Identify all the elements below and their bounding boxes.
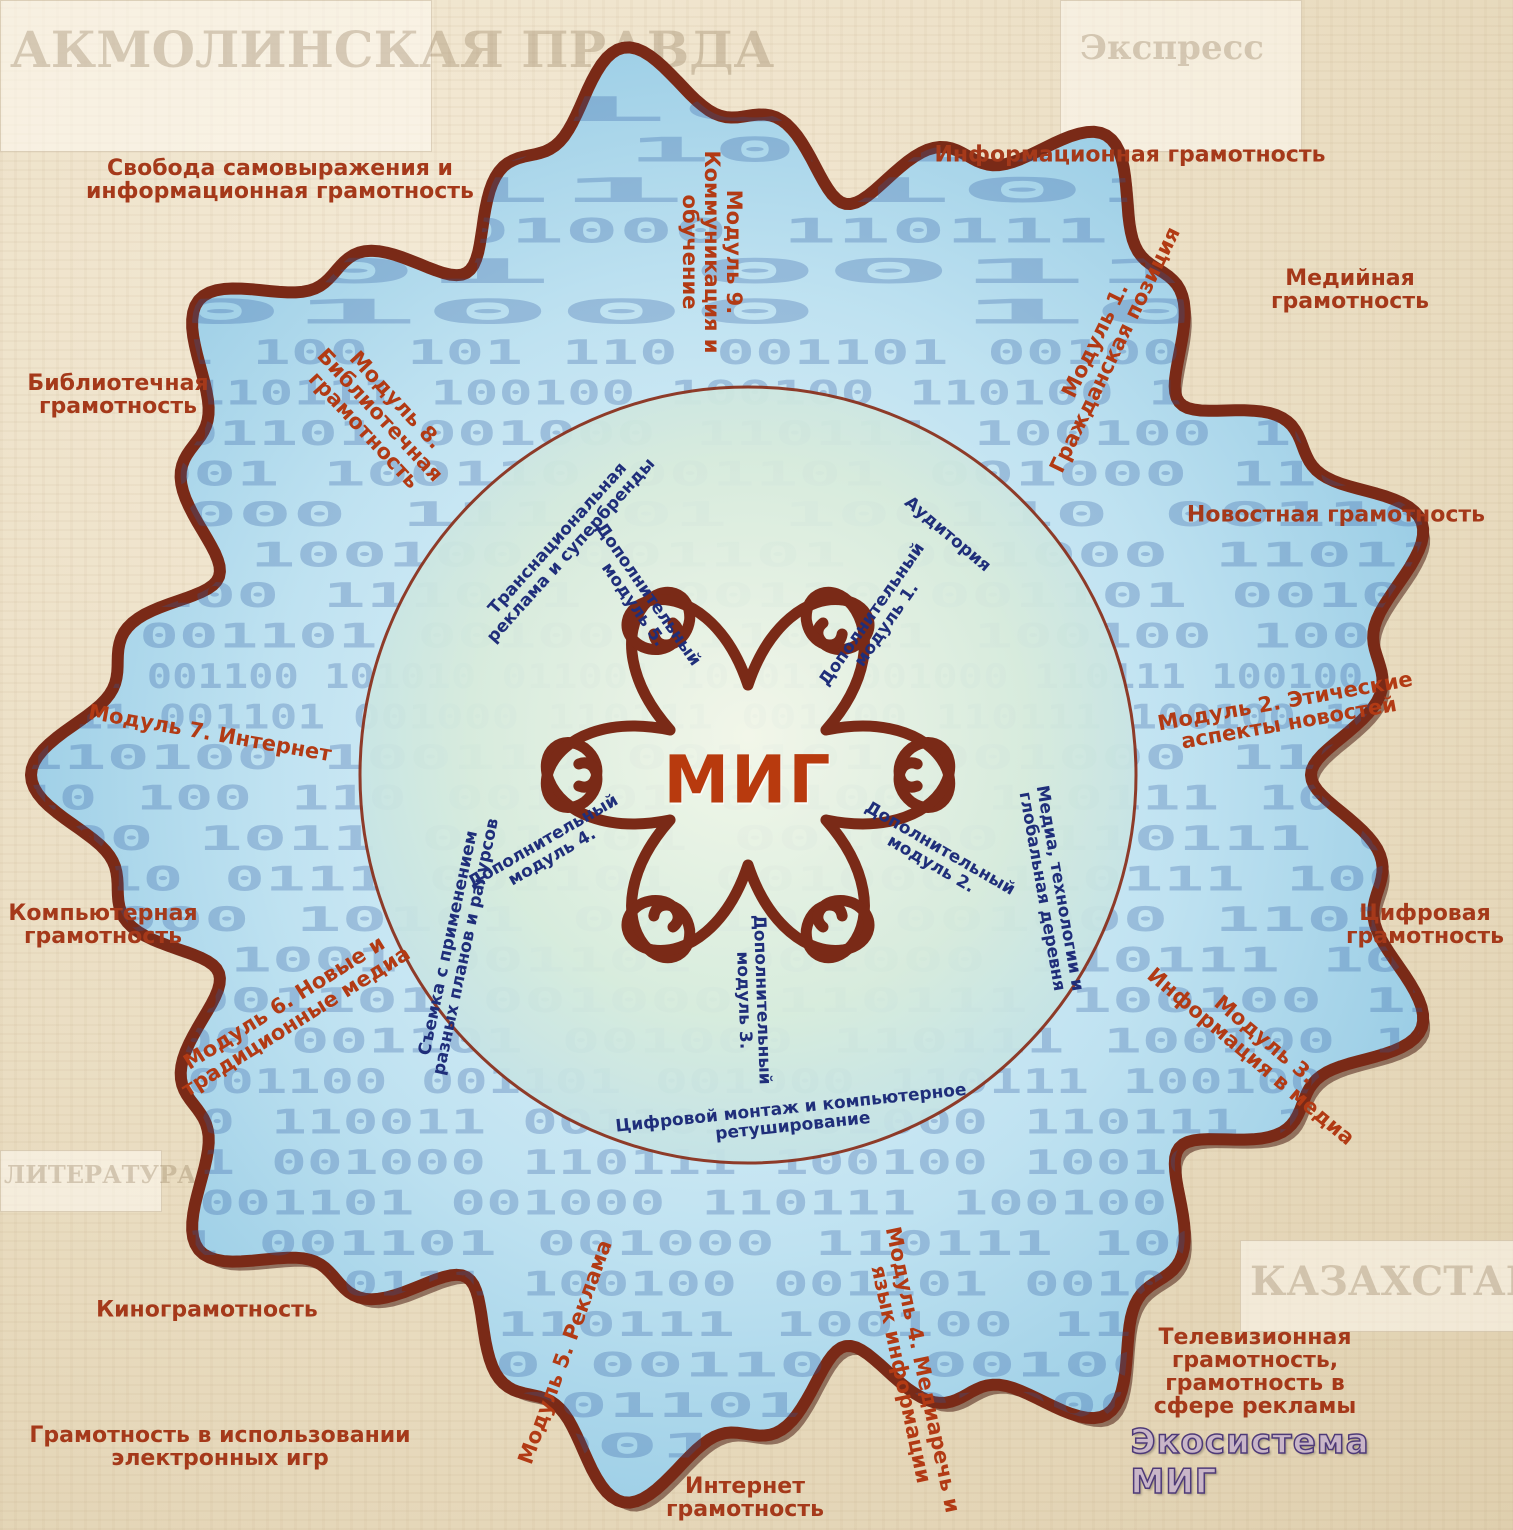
outer-label-line: Библиотечная [27,372,208,395]
binary-row: 001000 1010 [20,293,1490,333]
outer-label-line: грамотность [8,925,197,948]
binary-row: 10 0011 [20,50,1490,90]
binary-row: 001101 001000 110111 100100 [20,212,1490,252]
outer-label-line: грамотность [1346,925,1504,948]
outer-label-line: Свобода самовыражения и [86,157,474,180]
outer-label: Свобода самовыражения иинформационная гр… [86,157,474,203]
outer-label-line: электронных игр [29,1447,410,1470]
binary-row: 10111 001101 001000 110111 100100 100 [20,1224,1490,1264]
outer-label-line: Телевизионная [1154,1326,1357,1349]
outer-label-line: грамотность в [1154,1372,1357,1395]
outer-label-line: информационная грамотность [86,180,474,203]
outer-label: Кинограмотность [96,1298,318,1321]
binary-row: 10111 100 101 110 001101 001000 101100 [20,333,1490,373]
outer-label: Цифроваяграмотность [1346,902,1504,948]
module-label: Модуль 9.Коммуникация иобучение [679,150,745,353]
module-label-line: Коммуникация и [701,150,723,353]
ecosystem-title: Экосистема МИГ [1131,1422,1386,1502]
binary-row: 1011 001101 001000 110111 100100 100 100… [20,1184,1490,1224]
outer-label: Телевизионнаяграмотность,грамотность всф… [1154,1326,1357,1418]
outer-label-line: Кинограмотность [96,1298,318,1321]
outer-label: Информационная грамотность [935,143,1326,166]
outer-label-line: грамотность [1271,290,1429,313]
outer-label: Интернетграмотность [666,1475,824,1521]
outer-label: Компьютернаяграмотность [8,902,197,948]
outer-label-line: Информационная грамотность [935,143,1326,166]
outer-label: Грамотность в использованииэлектронных и… [29,1424,410,1470]
center-title: МИГ [664,742,833,819]
inner-label: Дополнительныймодуль 3. [731,914,773,1085]
outer-label: Новостная грамотность [1187,503,1485,526]
outer-label-line: грамотность, [1154,1349,1357,1372]
outer-label-line: Цифровая [1346,902,1504,925]
outer-label-line: Компьютерная [8,902,197,925]
outer-label-line: Новостная грамотность [1187,503,1485,526]
binary-row: 00100 [20,9,1490,49]
outer-label-line: грамотность [666,1498,824,1521]
outer-label: Медийнаяграмотность [1271,267,1429,313]
outer-label-line: Грамотность в использовании [29,1424,410,1447]
module-label-line: Модуль 9. [723,150,745,353]
outer-label-line: грамотность [27,395,208,418]
module-label-line: обучение [679,150,701,353]
outer-label-line: Медийная [1271,267,1429,290]
outer-label: Библиотечнаяграмотность [27,372,208,418]
outer-label-line: сфере рекламы [1154,1395,1357,1418]
outer-label-line: Интернет [666,1475,824,1498]
